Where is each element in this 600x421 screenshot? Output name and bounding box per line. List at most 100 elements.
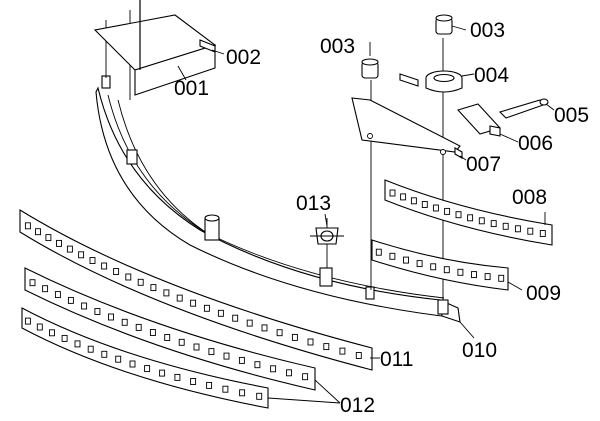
perforation-hole bbox=[164, 334, 171, 341]
callout-010: 010 bbox=[462, 339, 497, 362]
callout-013: 013 bbox=[296, 192, 331, 215]
perforation-hole bbox=[190, 378, 197, 385]
perforation-hole bbox=[206, 381, 213, 389]
perforation-hole bbox=[36, 323, 43, 331]
perforation-hole bbox=[42, 285, 49, 293]
perforation-hole bbox=[121, 318, 128, 326]
nut-003-right bbox=[435, 14, 453, 35]
perforation-hole bbox=[137, 278, 144, 286]
perforation-hole bbox=[403, 256, 409, 264]
perforation-hole bbox=[389, 252, 396, 260]
perforation-hole bbox=[416, 260, 423, 268]
perforation-hole bbox=[302, 373, 309, 381]
pin-005 bbox=[498, 98, 549, 119]
callout-006: 006 bbox=[518, 132, 553, 155]
perforation-hole bbox=[389, 189, 396, 197]
perforation-hole bbox=[178, 338, 185, 346]
perforation-hole bbox=[307, 338, 314, 346]
perforation-hole bbox=[443, 266, 450, 274]
callout-007: 007 bbox=[466, 153, 501, 176]
callout-003-left: 003 bbox=[320, 35, 355, 58]
perforation-hole bbox=[159, 369, 166, 377]
perforation-hole bbox=[339, 347, 346, 355]
perforation-hole bbox=[467, 214, 474, 222]
perforation-hole bbox=[81, 302, 88, 310]
perforation-hole bbox=[222, 385, 229, 393]
bracket-001 bbox=[93, 0, 217, 96]
perforation-hole bbox=[261, 324, 268, 332]
callout-011: 011 bbox=[380, 348, 413, 371]
perforation-hole bbox=[471, 271, 477, 279]
perforation-hole bbox=[432, 204, 439, 212]
perforation-hole bbox=[129, 360, 136, 368]
perforation-hole bbox=[539, 230, 546, 237]
perforation-hole bbox=[410, 197, 417, 205]
perforation-hole bbox=[87, 345, 94, 353]
perforation-hole bbox=[49, 329, 55, 337]
strip-small bbox=[399, 73, 419, 87]
perforation-hole bbox=[89, 257, 96, 264]
perforation-hole bbox=[144, 365, 151, 373]
perforation-hole bbox=[150, 284, 157, 292]
callout-008: 008 bbox=[512, 186, 547, 209]
perforation-hole bbox=[193, 343, 200, 351]
ring-004 bbox=[425, 70, 463, 93]
perforation-hole bbox=[323, 343, 330, 351]
perforation-hole bbox=[421, 201, 428, 208]
perforation-hole bbox=[276, 329, 283, 337]
strip-011 bbox=[19, 209, 373, 371]
perforation-hole bbox=[61, 334, 68, 342]
nut-003-left bbox=[361, 58, 379, 79]
perforation-hole bbox=[101, 350, 108, 358]
perforation-hole bbox=[56, 239, 62, 247]
perforation-hole bbox=[490, 220, 497, 228]
perforation-hole bbox=[527, 227, 534, 235]
callout-004: 004 bbox=[474, 64, 509, 87]
callout-003-right: 003 bbox=[470, 19, 505, 42]
strip-holes bbox=[24, 189, 546, 400]
perforation-hole bbox=[176, 294, 183, 302]
perforation-hole bbox=[430, 263, 437, 271]
perforation-hole bbox=[232, 314, 239, 322]
perforation-hole bbox=[254, 361, 261, 369]
perforation-hole bbox=[286, 369, 292, 377]
clip-013 bbox=[310, 227, 344, 245]
perforation-hole bbox=[203, 304, 210, 312]
perforation-hole bbox=[108, 313, 114, 321]
callout-005: 005 bbox=[554, 104, 589, 127]
perforation-hole bbox=[45, 234, 52, 242]
perforation-hole bbox=[24, 317, 31, 325]
perforation-hole bbox=[455, 211, 462, 219]
perforation-hole bbox=[238, 356, 245, 364]
perforation-hole bbox=[149, 329, 156, 336]
perforation-hole bbox=[208, 348, 215, 356]
perforation-hole bbox=[223, 352, 230, 360]
perforation-hole bbox=[174, 373, 181, 381]
perforation-hole bbox=[135, 323, 142, 331]
perforation-hole bbox=[94, 308, 101, 315]
perforation-hole bbox=[67, 296, 74, 304]
perforation-hole bbox=[400, 193, 407, 201]
perforation-hole bbox=[78, 251, 85, 259]
strap-006 bbox=[457, 103, 501, 137]
perforation-hole bbox=[54, 291, 61, 299]
perforation-hole bbox=[256, 392, 263, 400]
perforation-hole bbox=[498, 274, 505, 282]
perforation-hole bbox=[457, 268, 464, 276]
perforation-hole bbox=[484, 273, 491, 281]
perforation-hole bbox=[24, 222, 31, 230]
perforation-hole bbox=[444, 207, 451, 215]
perforation-hole bbox=[502, 222, 509, 230]
perforation-hole bbox=[239, 389, 246, 397]
perforation-hole bbox=[270, 365, 277, 373]
perforation-hole bbox=[101, 262, 108, 270]
perforation-hole bbox=[163, 289, 170, 297]
perforation-hole bbox=[66, 245, 73, 253]
perforation-hole bbox=[291, 333, 298, 341]
callout-002: 002 bbox=[226, 46, 261, 69]
perforation-hole bbox=[115, 355, 122, 363]
strip-008 bbox=[384, 179, 553, 246]
perforation-hole bbox=[113, 268, 120, 275]
callout-009: 009 bbox=[526, 282, 561, 305]
